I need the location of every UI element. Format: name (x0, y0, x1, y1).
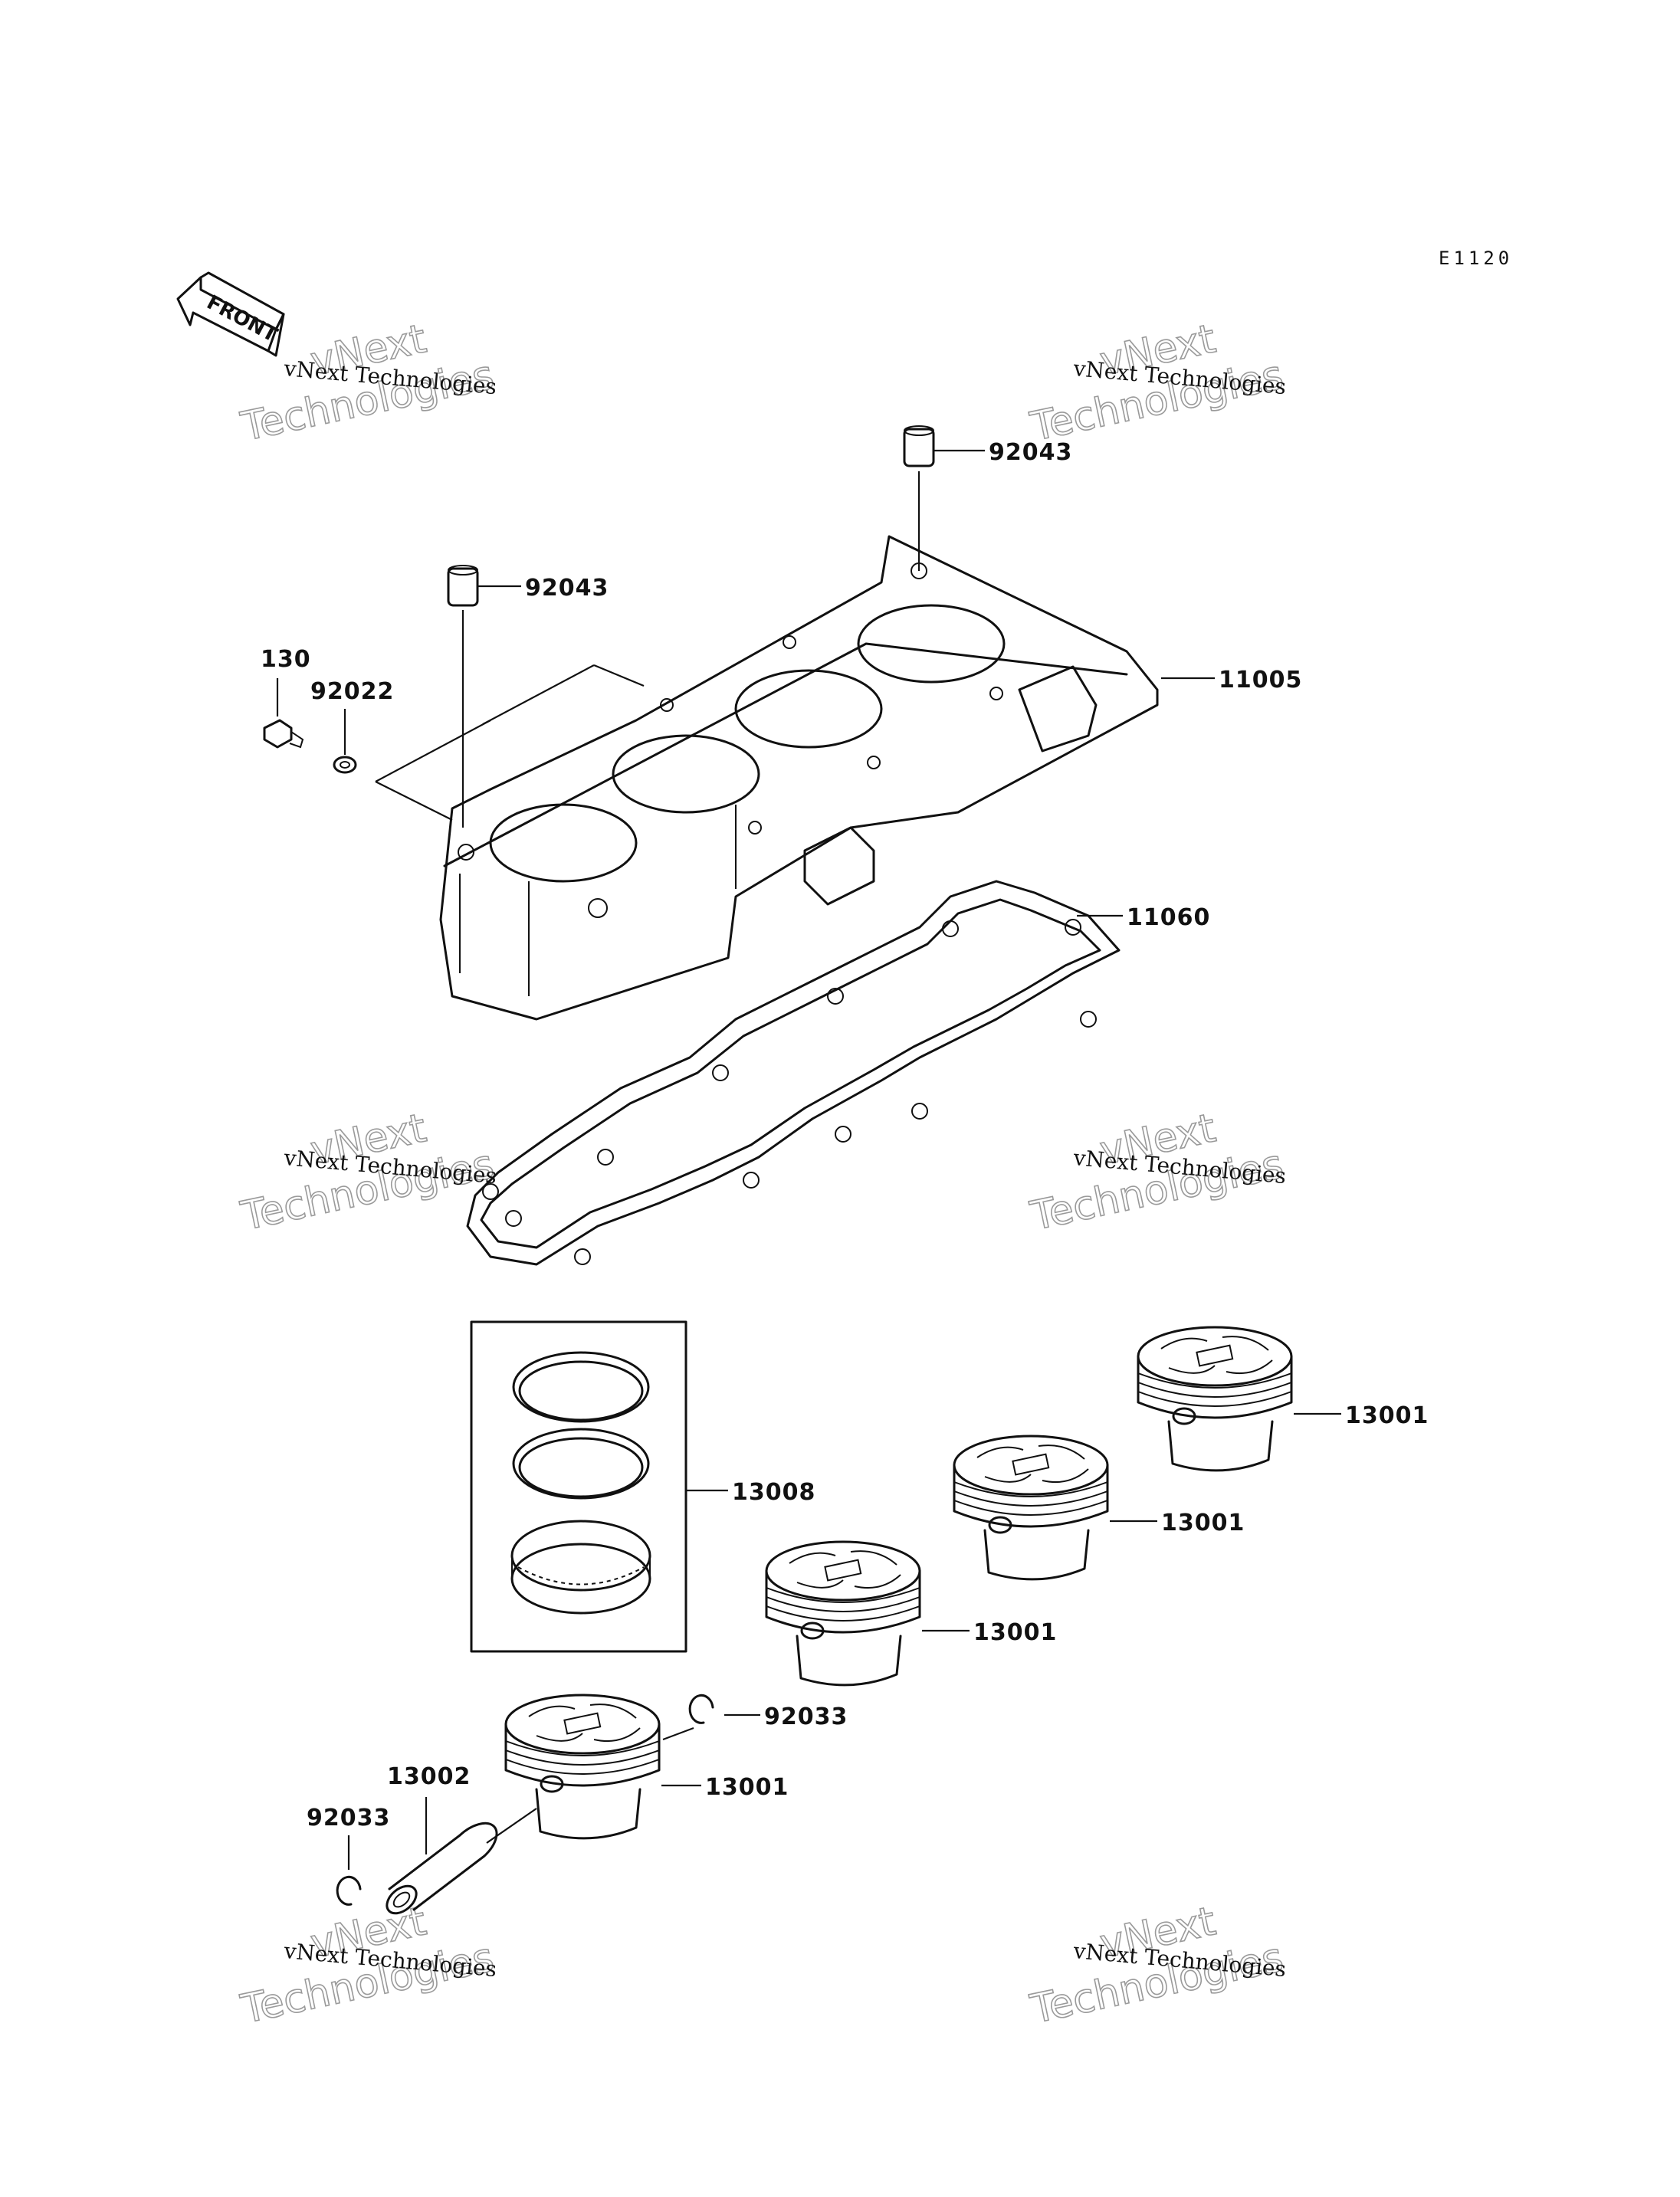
base-gasket: 11060 (466, 880, 1210, 1266)
piston-2: 13001 (953, 1435, 1245, 1581)
callout-dowel-pin-top: 92043 (989, 439, 1072, 466)
callout-piston-3: 13001 (973, 1619, 1057, 1646)
watermark: vNext Technologies vNext Technologies (1025, 1105, 1288, 1241)
piston-pin: 13002 (386, 1763, 537, 1915)
dowel-pin-top: 92043 (903, 425, 1072, 571)
watermark: vNext Technologies vNext Technologies (236, 316, 498, 451)
callout-piston-2: 13001 (1161, 1510, 1245, 1536)
bolt: 130 (261, 646, 311, 749)
circlip-right: 92033 (662, 1694, 848, 1741)
callout-piston-pin: 13002 (387, 1763, 471, 1790)
bolt-leader-lines (375, 664, 645, 821)
piston-3: 13001 (765, 1540, 1057, 1687)
watermark: vNext Technologies vNext Technologies (1025, 1898, 1288, 2034)
callout-circlip-left: 92033 (307, 1805, 390, 1831)
watermark: vNext Technologies vNext Technologies (236, 1105, 498, 1241)
callout-bolt: 130 (261, 646, 311, 673)
washer: 92022 (310, 678, 394, 774)
callout-piston-4: 13001 (705, 1774, 789, 1801)
callout-cylinder-block: 11005 (1219, 667, 1302, 694)
callout-washer: 92022 (310, 678, 394, 705)
watermark: vNext Technologies vNext Technologies (1025, 316, 1288, 451)
callout-base-gasket: 11060 (1127, 904, 1210, 931)
callout-piston-ring-set: 13008 (732, 1479, 815, 1506)
dowel-pin-left: 92043 (447, 565, 609, 828)
callout-piston-1: 13001 (1345, 1402, 1429, 1429)
watermark: vNext Technologies vNext Technologies (236, 1898, 498, 2034)
circlip-left: 92033 (307, 1805, 390, 1906)
piston-4: 13001 (504, 1694, 789, 1840)
piston-ring-set: 13008 (470, 1320, 815, 1653)
callout-dowel-pin-left: 92043 (525, 575, 609, 602)
callout-circlip-right: 92033 (764, 1703, 848, 1730)
cylinder-block: 11005 (439, 535, 1302, 1021)
diagram-code: E1120 (1439, 248, 1513, 269)
front-arrow-icon: FRONT (176, 271, 285, 357)
piston-1: 13001 (1137, 1326, 1429, 1472)
